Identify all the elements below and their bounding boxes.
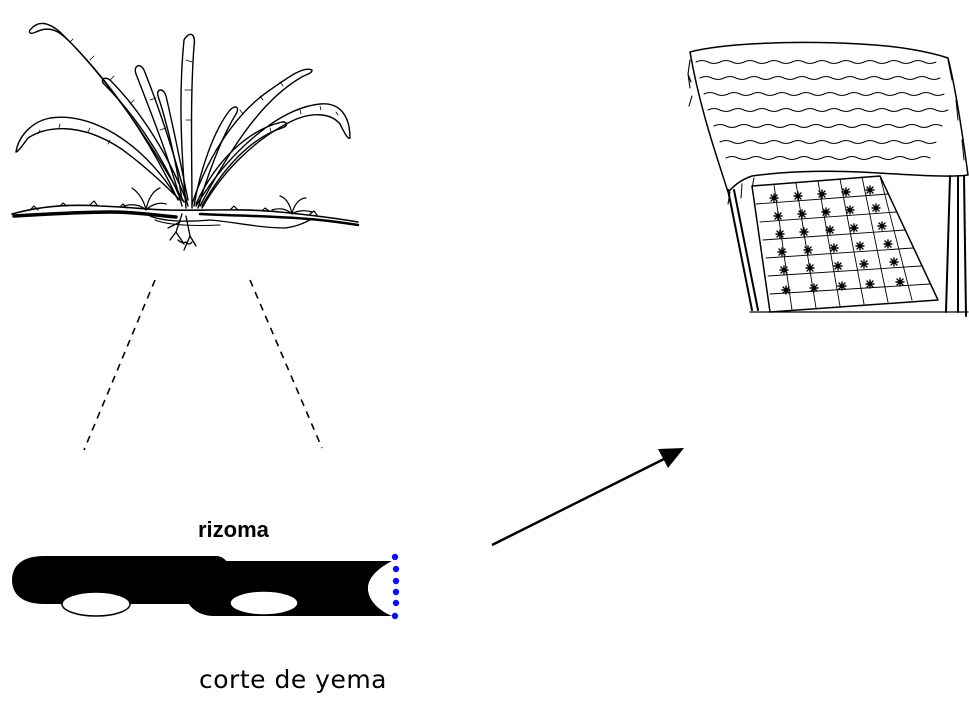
plant-illustration [11,22,360,251]
bed-grid [755,175,931,311]
bed-seedlings [769,185,905,295]
rhizome-bud-left [61,591,131,617]
plant-side-shoots [123,187,313,215]
right-arrow-icon [491,448,684,547]
left-guide-line [83,279,156,451]
rhizome-bud-right [229,590,299,616]
nursery-posts [727,175,967,317]
zoom-guide-lines [83,279,323,451]
rhizome-cutting [12,553,400,620]
right-guide-line [249,279,323,449]
rhizome-cut-face [368,562,397,616]
rhizome-segment-left [12,556,232,604]
thatch-texture [687,59,965,205]
soil-line [11,200,360,229]
bud-cut-caption: corte de yema [199,665,387,694]
plant-leaves [15,22,351,209]
thatched-roof [689,41,969,193]
cut-marker-dots [391,553,400,620]
nursery-bed-illustration [687,41,969,317]
plant-roots [167,213,197,251]
rhizome-label: rizoma [198,517,269,542]
seedling-bed [751,175,939,313]
